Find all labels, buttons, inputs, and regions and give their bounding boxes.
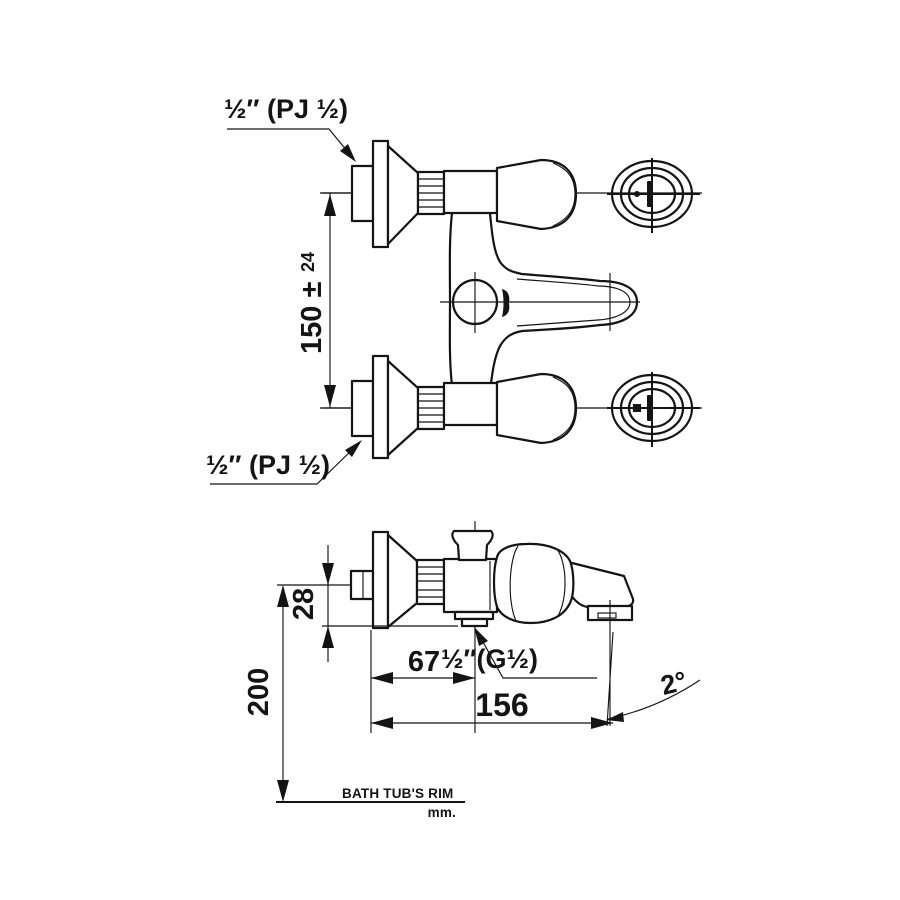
dim-outlet-offset: 67 xyxy=(370,630,475,733)
units-label-text: mm. xyxy=(428,805,456,820)
label-inlet-bottom: ½″ (PJ ½) xyxy=(206,440,362,485)
top-escutcheon-plate xyxy=(371,139,390,249)
top-knob-end-view xyxy=(607,158,700,233)
label-outlet: ½″(G½) xyxy=(441,627,597,679)
dim-height-above-rim: 200 xyxy=(243,585,289,802)
bottom-knob xyxy=(495,372,578,445)
arrow-right-icon xyxy=(591,717,613,729)
leader-arrow-icon xyxy=(340,144,356,162)
arrow-left-icon xyxy=(371,672,393,684)
bottom-valve-assembly xyxy=(350,354,578,460)
top-thread-ridges xyxy=(418,178,444,208)
dim-156-text: 156 xyxy=(475,687,528,723)
side-escutcheon-cone xyxy=(386,533,419,629)
side-view: 2° 28 200 67 156 xyxy=(243,521,701,820)
arrow-down-icon xyxy=(324,385,336,407)
spout-angle-text: 2° xyxy=(658,666,690,701)
dim-200-text: 200 xyxy=(243,668,275,716)
bottom-thread-ridges xyxy=(418,393,444,423)
side-thread-ridges xyxy=(417,566,444,598)
bottom-indicator-square xyxy=(633,404,641,412)
dim-drop-to-outlet: 28 xyxy=(288,545,458,662)
top-indicator-bar xyxy=(647,181,652,207)
inlet-top-leader xyxy=(227,128,353,158)
dim-inlet-spacing-tolerance: 24 xyxy=(298,252,318,272)
top-valve-assembly xyxy=(350,139,578,249)
dim-67-text: 67 xyxy=(408,646,440,678)
arrow-left-icon xyxy=(371,717,393,729)
side-valve-body xyxy=(442,557,499,614)
inlet-bottom-label-text: ½″ (PJ ½) xyxy=(206,450,330,480)
body-trunk-left-edge xyxy=(448,211,454,387)
spout-outline-plan xyxy=(488,211,639,385)
side-escutcheon-plate xyxy=(371,530,390,630)
handle-side xyxy=(492,542,575,625)
arrow-right-icon xyxy=(453,672,475,684)
index-mark xyxy=(502,289,510,317)
bottom-indicator-bar xyxy=(647,395,652,421)
side-hex-nipple xyxy=(349,569,375,601)
handle-side-facets xyxy=(509,545,566,622)
arrow-up-icon xyxy=(324,194,336,216)
top-knob xyxy=(495,158,578,231)
top-valve-body xyxy=(442,169,499,215)
top-knob-detail xyxy=(496,162,576,227)
outlet-label-text: ½″(G½) xyxy=(441,644,538,674)
bottom-knob-detail xyxy=(496,376,576,441)
arrow-down-icon xyxy=(322,563,334,585)
aerator-inner xyxy=(597,612,617,619)
top-hex-nipple xyxy=(350,164,375,223)
leader-arrow-icon xyxy=(345,440,362,457)
arrow-up-icon xyxy=(322,626,334,648)
label-inlet-top: ½″ (PJ ½) xyxy=(224,94,356,162)
dim-inlet-spacing: 150 ± 24 xyxy=(296,192,352,409)
top-escutcheon-cone xyxy=(386,144,420,246)
arrow-down-icon xyxy=(277,780,289,802)
bathtub-rim: BATH TUB'S RIM mm. xyxy=(276,786,465,820)
dim-28-text: 28 xyxy=(288,588,320,620)
leader-arrow-icon xyxy=(474,627,488,646)
bottom-knob-end-view xyxy=(607,372,700,447)
spout-crosshairs xyxy=(440,272,640,333)
inlet-top-label-text: ½″ (PJ ½) xyxy=(224,94,348,124)
bottom-escutcheon-plate xyxy=(371,354,390,460)
plan-view: 150 ± 24 ½″ (PJ ½) ½″ (PJ ½) xyxy=(206,94,702,485)
arrow-up-icon xyxy=(277,585,289,607)
inlet-bottom-leader xyxy=(210,445,357,485)
outlet-leader xyxy=(477,632,597,679)
diverter-knob xyxy=(451,529,494,562)
top-indicator-dot xyxy=(634,191,640,197)
outlet-nipple xyxy=(460,617,489,628)
bottom-valve-body xyxy=(442,381,499,427)
dim-spout-angle: 2° xyxy=(606,666,701,722)
spout-drop-line xyxy=(606,600,614,727)
dim-spout-reach: 156 xyxy=(371,687,613,729)
bottom-hex-nipple xyxy=(350,379,375,438)
arrow-left-icon xyxy=(606,712,624,722)
rim-label-text: BATH TUB'S RIM xyxy=(342,786,454,801)
bottom-escutcheon-cone xyxy=(386,359,420,457)
dim-inlet-spacing-value: 150 ± xyxy=(296,282,328,354)
